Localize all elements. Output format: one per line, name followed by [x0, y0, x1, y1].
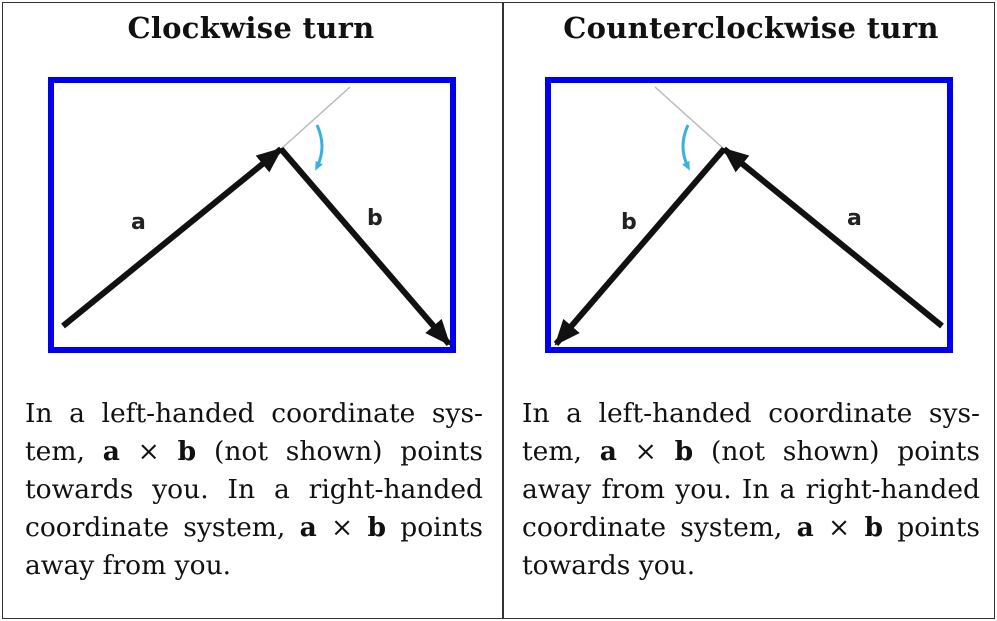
vector-b-symbol: b	[367, 512, 387, 543]
label-vector-b: b	[367, 206, 383, 231]
vector-b-symbol: b	[674, 436, 694, 467]
caption-text: In a left-handed coordinate sys-tem,	[522, 398, 980, 467]
caption-text: points towards you.	[522, 512, 980, 581]
vector-b-arrow	[278, 147, 452, 346]
vector-a-symbol: a	[599, 436, 617, 467]
vector-b-symbol: b	[864, 512, 884, 543]
clockwise-turn-arrow	[315, 124, 324, 171]
cross-symbol: ×	[813, 512, 865, 543]
clockwise-panel: Clockwise turn a b In a left-handed co	[3, 3, 499, 618]
label-vector-a: a	[847, 206, 862, 231]
panel-heading: Counterclockwise turn	[563, 11, 939, 45]
clockwise-diagram: a b	[48, 77, 456, 353]
vector-b-symbol: b	[177, 436, 197, 467]
vector-a-symbol: a	[102, 436, 120, 467]
blue-frame	[545, 77, 953, 353]
caption-text: points away from you.	[25, 512, 483, 581]
label-vector-a: a	[131, 210, 146, 235]
cross-symbol: ×	[119, 436, 178, 467]
cross-symbol: ×	[616, 436, 675, 467]
cross-symbol: ×	[316, 512, 368, 543]
vector-a-arrow	[722, 146, 944, 329]
panel-heading: Clockwise turn	[127, 11, 375, 45]
counterclockwise-diagram: a b	[545, 77, 953, 353]
counterclockwise-caption: In a left-handed coordinate sys-tem, a ×…	[522, 395, 980, 585]
blue-frame	[48, 77, 456, 353]
column-divider	[502, 3, 504, 618]
vector-a-symbol: a	[796, 512, 814, 543]
vector-a-arrow	[61, 146, 283, 329]
clockwise-caption: In a left-handed coordinate sys-tem, a ×…	[25, 395, 483, 585]
extension-guide-line	[654, 86, 725, 150]
extension-guide-line	[280, 86, 351, 150]
caption-text: (not shown) points away from you. In a r…	[522, 436, 980, 543]
label-vector-b: b	[621, 210, 637, 235]
caption-text: In a left-handed coordinate sys-tem,	[25, 398, 483, 467]
counterclockwise-turn-arrow	[681, 124, 690, 171]
vector-a-symbol: a	[299, 512, 317, 543]
vector-b-arrow	[553, 147, 727, 346]
counterclockwise-panel: Counterclockwise turn a b In a left-hand…	[503, 3, 997, 618]
caption-text: (not shown) points towards you. In a rig…	[25, 436, 483, 543]
